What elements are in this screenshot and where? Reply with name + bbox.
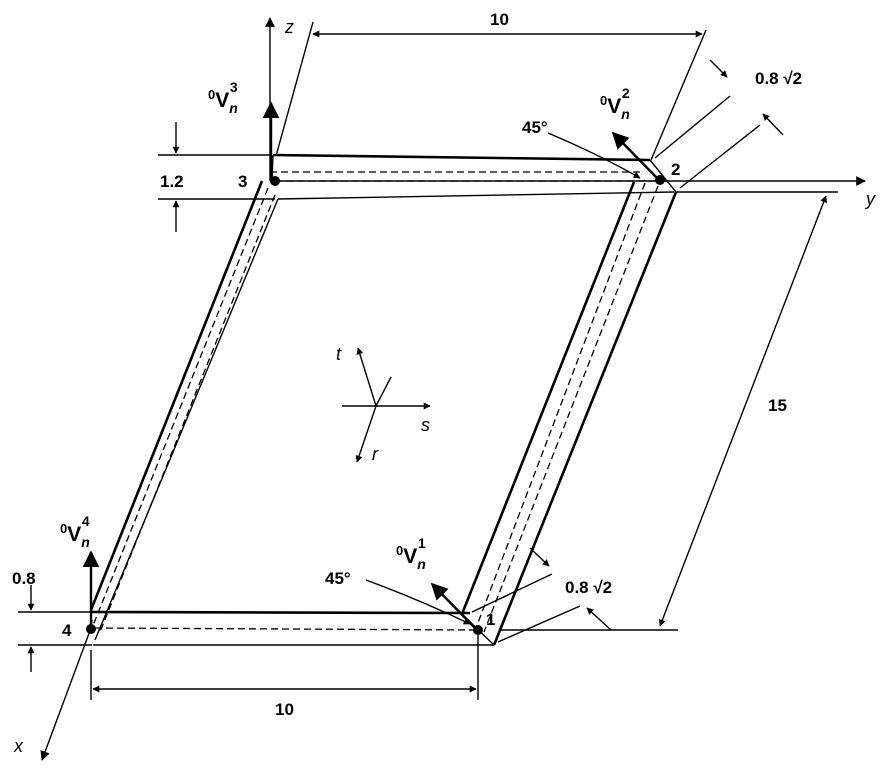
vector-label-1: 0Vn1: [396, 535, 426, 572]
node-label-2: 2: [671, 160, 680, 179]
r-axis-line-lower: [355, 405, 377, 463]
node-label-1: 1: [486, 610, 495, 629]
angle-label-2: 45°: [522, 118, 548, 137]
mid-surface: [91, 171, 659, 633]
vector-arrow-2: [611, 131, 660, 181]
vector-label-4: 0Vn4: [60, 513, 90, 550]
node-dot-3: [270, 176, 280, 186]
s-axis-label: s: [421, 415, 430, 435]
dimension-thickness-4: 0.8: [12, 569, 36, 588]
t-axis-line: [356, 347, 377, 407]
dimension-top-width: 10: [490, 10, 509, 29]
r-axis-line: [375, 376, 392, 407]
shell-outline: [89, 153, 678, 646]
vector-label-3: 0Vn3: [208, 79, 238, 116]
x-axis-label: x: [13, 736, 24, 756]
labels: z y x t s r 1 2 3 4 10 10 15 1.2 0.8 0.8…: [12, 10, 876, 756]
r-axis-label: r: [372, 444, 379, 464]
dimension-thickness-1: 0.8 √2: [565, 578, 612, 597]
director-vectors: [82, 101, 660, 631]
dimension-side-length: 15: [768, 396, 787, 415]
z-axis-label: z: [284, 17, 294, 37]
local-axes: [342, 347, 431, 463]
x-axis-line: [40, 627, 92, 761]
t-axis-label: t: [336, 344, 342, 364]
node-label-4: 4: [62, 621, 72, 640]
dimension-lines: [18, 21, 838, 700]
vector-label-2: 0Vn2: [600, 85, 630, 122]
dimension-thickness-3: 1.2: [160, 172, 184, 191]
node-dot-4: [86, 624, 96, 634]
node-label-3: 3: [238, 172, 247, 191]
angle-label-1: 45°: [325, 569, 351, 588]
dimension-bottom-width: 10: [275, 700, 294, 719]
dimension-thickness-2: 0.8 √2: [755, 69, 802, 88]
y-axis-label: y: [864, 189, 876, 209]
global-axes: [40, 17, 866, 761]
